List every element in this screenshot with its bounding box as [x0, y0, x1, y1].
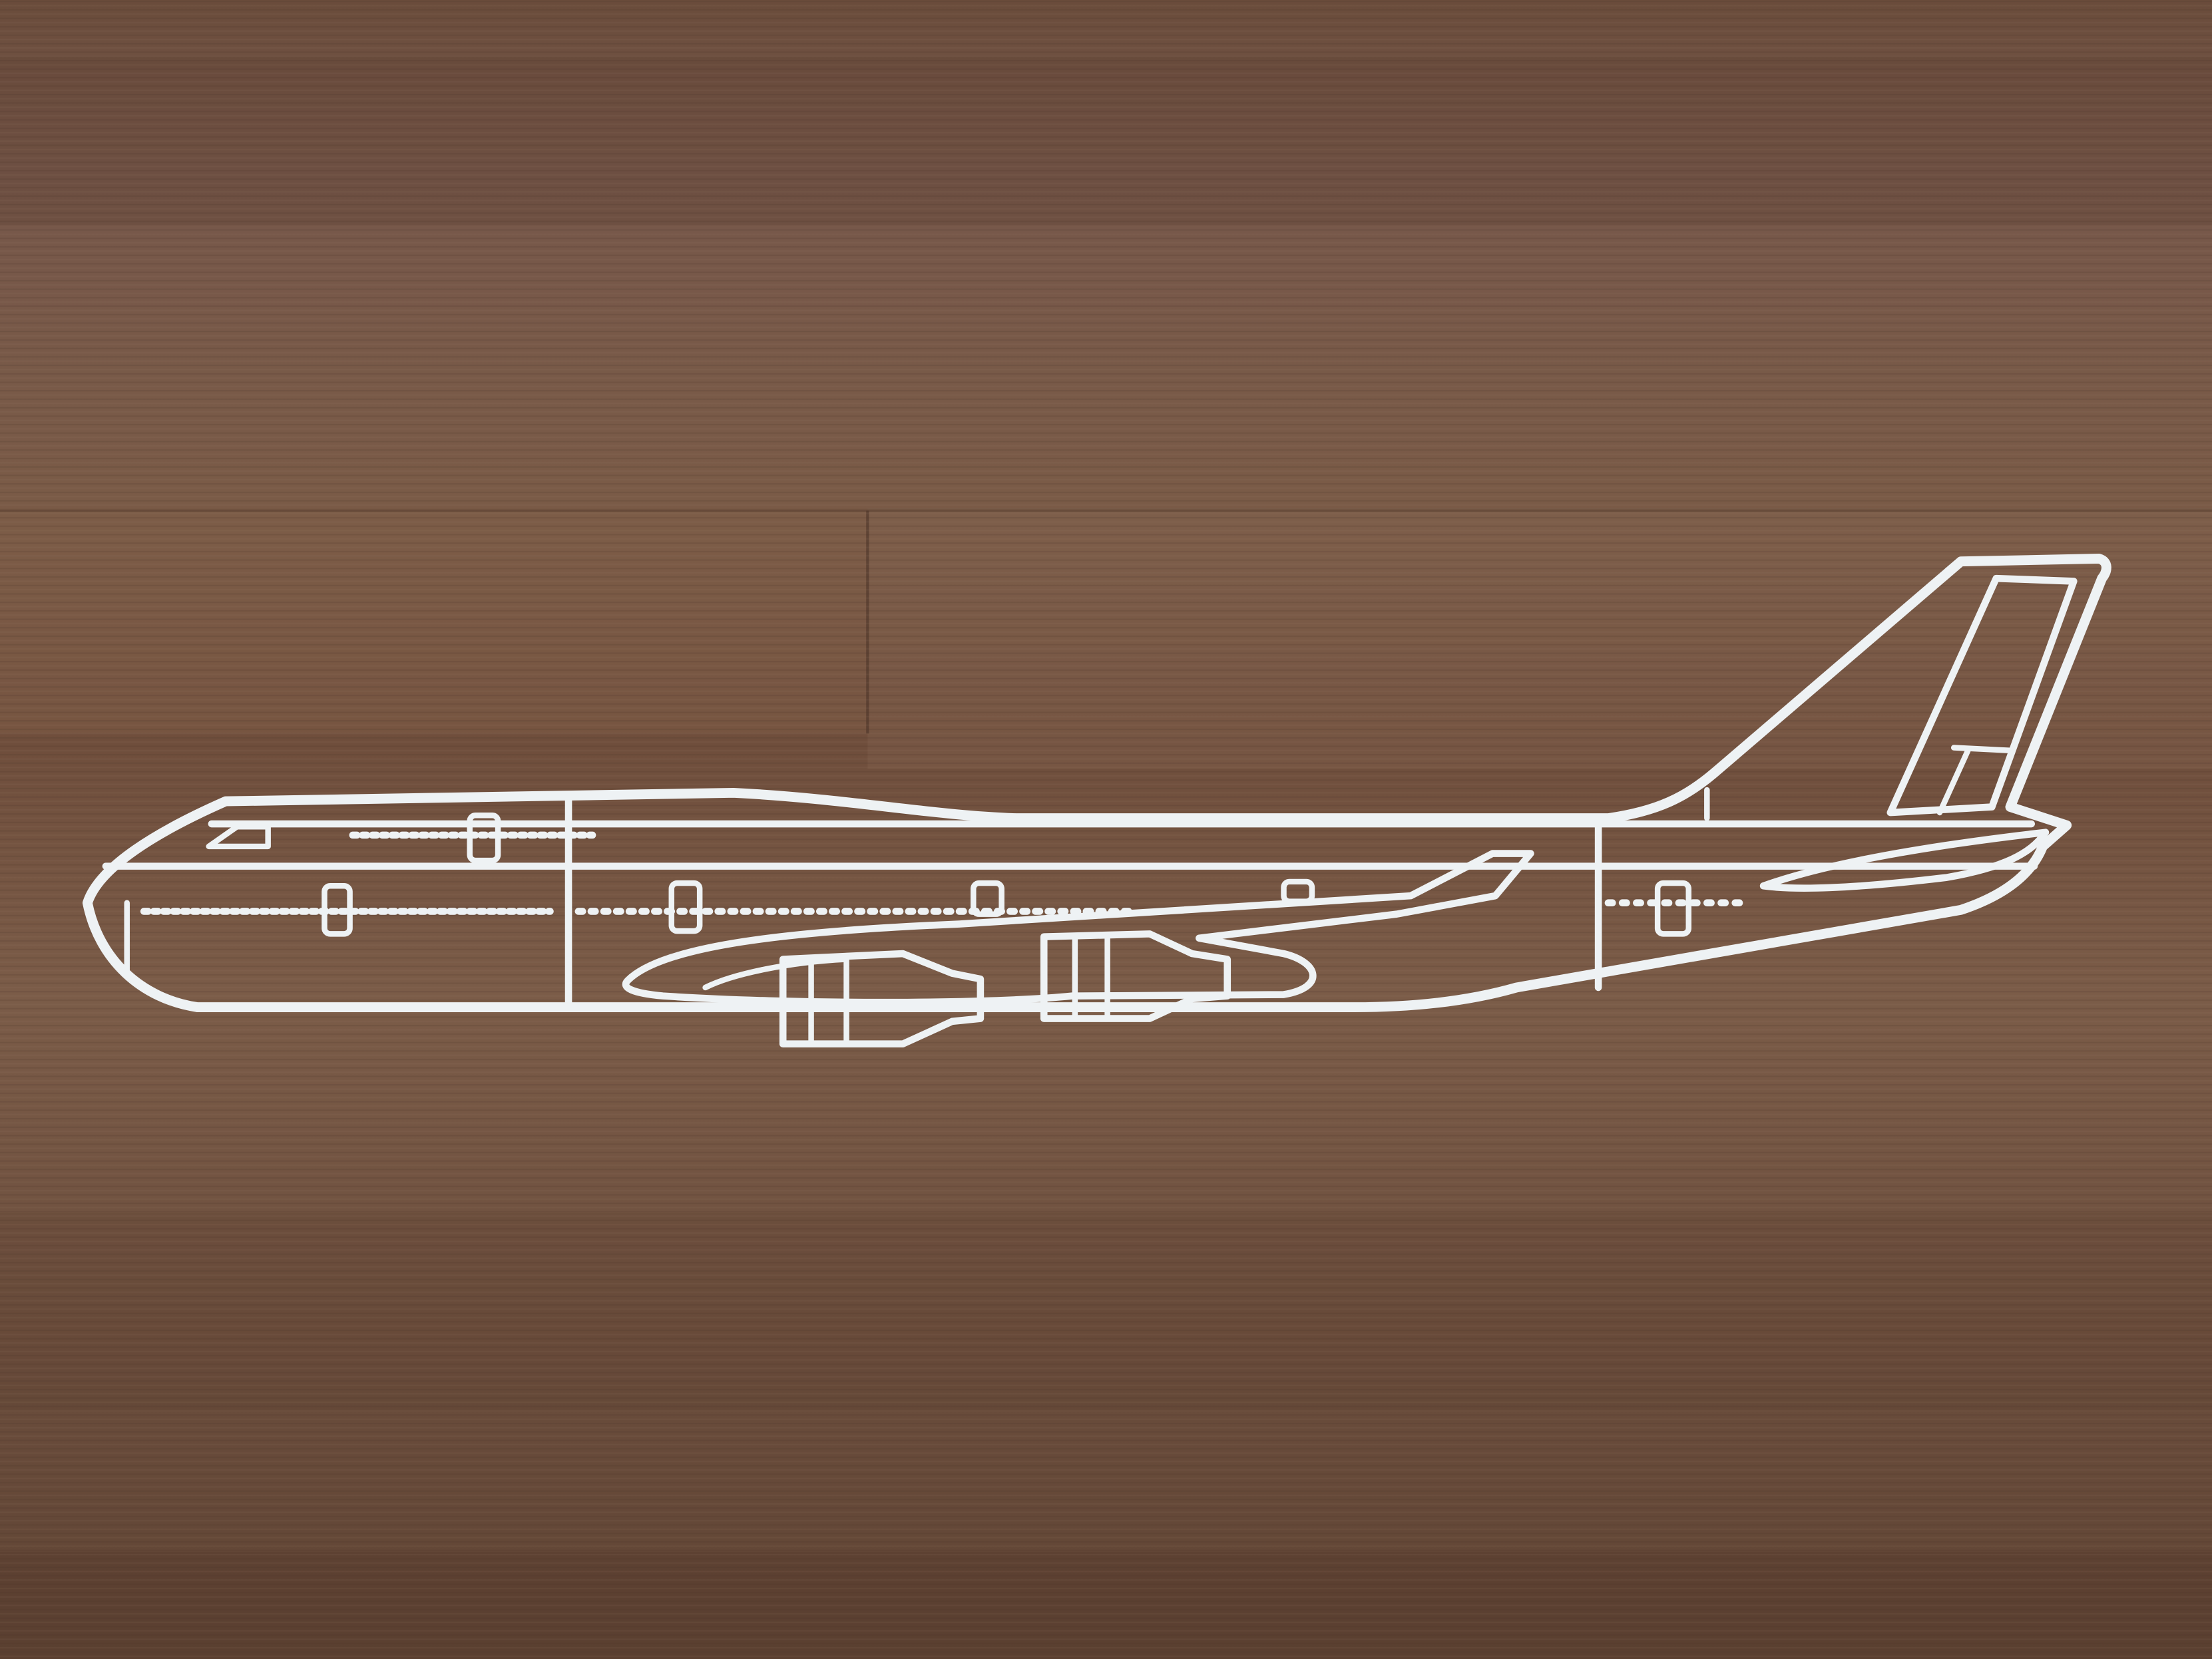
airplane-cutout [82, 554, 2111, 1048]
wing [622, 850, 1534, 1006]
engine-outer [779, 950, 985, 1048]
horizontal-stabilizer [1759, 829, 2050, 892]
tail-fin-inner [1886, 574, 2078, 817]
fuselage-outline [82, 554, 2111, 1013]
engine-inner [1040, 930, 1231, 1022]
